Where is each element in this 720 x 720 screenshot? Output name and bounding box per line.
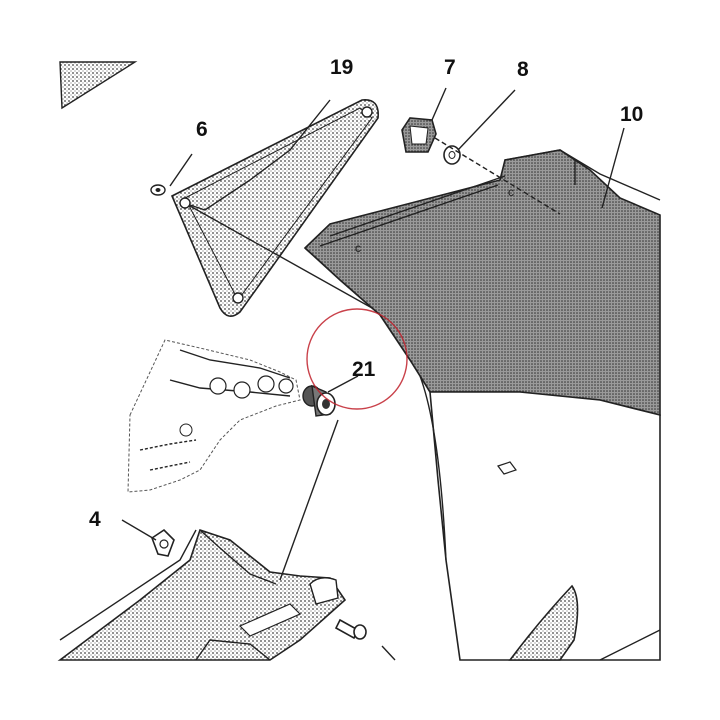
fairing-cutout-lower-right [508, 584, 579, 661]
leader-lines [121, 87, 625, 661]
fairing-edge-right [599, 629, 661, 661]
washer-6 [150, 184, 166, 196]
callout-10: 10 [620, 103, 643, 126]
callout-8: 8 [517, 58, 529, 81]
callout-4: 4 [89, 508, 101, 531]
callout-7: 7 [444, 56, 456, 79]
bolt-bottom [334, 618, 367, 640]
callout-6: 6 [196, 118, 208, 141]
callout-21: 21 [352, 358, 376, 381]
clip-4 [151, 528, 175, 557]
main-fairing-panel: c c [303, 149, 661, 661]
svg-text:c: c [508, 185, 514, 199]
highlight-circle [306, 308, 408, 410]
callout-19: 19 [330, 56, 353, 79]
lower-cowl [57, 528, 347, 661]
fairing-fragment-top-left [59, 61, 138, 110]
grommet-7 [401, 117, 437, 153]
collar-21 [302, 384, 336, 417]
svg-text:c: c [355, 241, 361, 255]
frame-bracket [127, 339, 301, 493]
triangle-panel-19 [170, 99, 379, 317]
